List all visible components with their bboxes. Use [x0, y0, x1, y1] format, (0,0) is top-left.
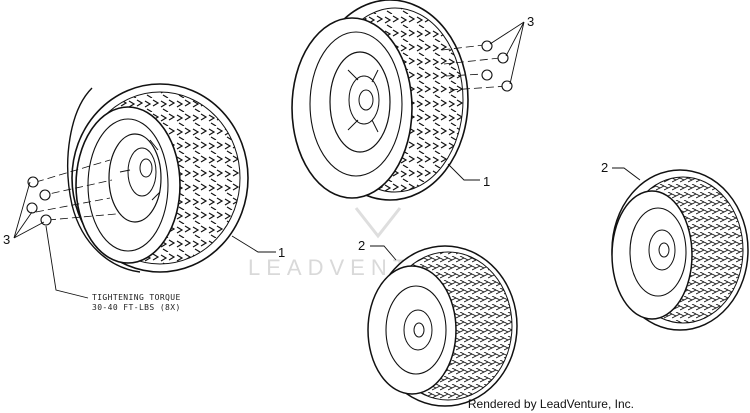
callout-3-top: 3 [527, 14, 534, 29]
torque-note-line1: TIGHTENING TORQUE [92, 293, 181, 302]
callout-2-right: 2 [601, 160, 608, 175]
callout-3-left: 3 [3, 232, 10, 247]
lug-nuts-left [13, 159, 117, 299]
leader-item-1-top [447, 163, 480, 181]
leader-item-2-center [370, 245, 397, 261]
front-tire-right [611, 169, 749, 331]
callout-1-left: 1 [278, 245, 285, 260]
torque-note-line2: 30-40 FT-LBS (8X) [92, 303, 181, 312]
front-tire-center [367, 245, 518, 407]
render-credit: Rendered by LeadVenture, Inc. [467, 397, 634, 411]
callout-2-center: 2 [358, 238, 365, 253]
rear-tire-left [67, 83, 249, 273]
lug-nuts-top [441, 21, 525, 92]
callout-1-top: 1 [483, 174, 490, 189]
rear-tire-top [291, 0, 469, 201]
leader-item-1-left [231, 235, 276, 253]
leader-item-2-right [612, 167, 641, 181]
